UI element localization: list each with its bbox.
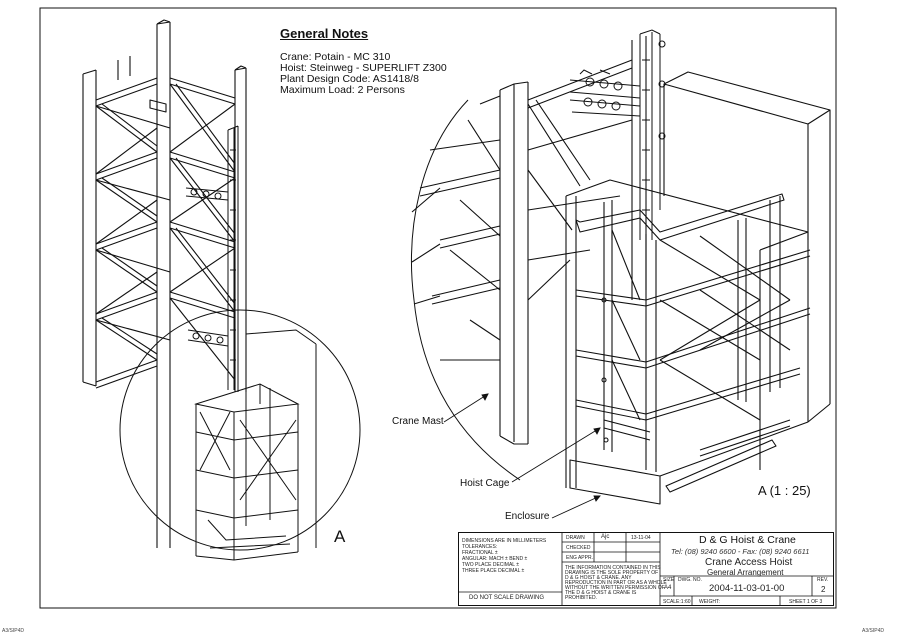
revision-value: 2 (821, 585, 826, 594)
enclosure-callout: Enclosure (505, 511, 550, 522)
crane-mast-callout: Crane Mast (392, 416, 444, 427)
drawing-title: Crane Access Hoist (705, 557, 793, 568)
cage-small (194, 329, 317, 561)
weight-label: WEIGHT: (699, 599, 720, 605)
company-contact: Tel: (08) 9240 6600 - Fax: (08) 9240 661… (671, 547, 810, 556)
corner-mark-left: A3/SIP4D (2, 628, 24, 634)
title-block-grid (458, 532, 834, 606)
title-block: DIMENSIONS ARE IN MILLIMETERS TOLERANCES… (458, 532, 834, 606)
tolerance-line: FRACTIONAL ± (462, 550, 498, 556)
dwg-no-label: DWG. NO. (678, 577, 702, 583)
crane-mast-tower (82, 19, 247, 548)
tolerance-line: DIMENSIONS ARE IN MILLIMETERS (462, 538, 547, 544)
hoist-mast-rail (185, 125, 239, 392)
proprietary-line: THE D & G HOIST & CRANE IS (565, 590, 637, 596)
tolerance-line: ANGULAR: MACH ± BEND ± (462, 556, 528, 562)
note-line: Crane: Potain - MC 310 (280, 51, 391, 63)
drawn-by: Ajc (601, 534, 610, 540)
view-label-a: A (334, 527, 346, 546)
hoist-cage-detail (575, 193, 811, 472)
tolerance-line: TOLERANCES: (462, 544, 498, 550)
proprietary-line: REPRODUCTION IN PART OR AS A WHOLE (565, 580, 667, 586)
do-not-scale-note: DO NOT SCALE DRAWING (469, 595, 545, 601)
detail-arc (411, 99, 521, 481)
note-line: Plant Design Code: AS1418/8 (280, 73, 419, 85)
proprietary-line: WITHOUT THE WRITTEN PERMISSION OF (565, 585, 665, 591)
proprietary-line: THE INFORMATION CONTAINED IN THIS (565, 565, 661, 571)
general-notes: Crane: Potain - MC 310 Hoist: Steinweg -… (280, 52, 447, 96)
sheet-border (39, 7, 837, 609)
checked-label: CHECKED (566, 545, 591, 551)
detail-circle (119, 309, 361, 551)
eng-appr-label: ENG APPR. (566, 555, 593, 561)
corner-mark-right: A3/SIP4D (862, 628, 884, 634)
note-line: Hoist: Steinweg - SUPERLIFT Z300 (280, 62, 447, 74)
hoist-mast-rail-detail (569, 29, 666, 240)
scale-label: SCALE:1:60 (663, 599, 691, 605)
callout-leaders (443, 393, 601, 519)
size-label: SIZE (663, 577, 675, 583)
crane-mast-detail (411, 36, 647, 445)
drawn-date: 13-11-04 (631, 535, 651, 541)
note-line: Maximum Load: 2 Persons (280, 84, 405, 96)
company-name: D & G Hoist & Crane (699, 534, 796, 546)
size-value: A4 (664, 585, 672, 591)
tolerance-line: TWO PLACE DECIMAL ± (462, 562, 520, 568)
tolerance-line: THREE PLACE DECIMAL ± (462, 568, 525, 574)
hoist-cage-callout: Hoist Cage (460, 478, 510, 489)
detail-scale-label: A (1 : 25) (758, 483, 811, 498)
rev-label: REV. (817, 577, 829, 583)
proprietary-line: DRAWING IS THE SOLE PROPERTY OF (565, 570, 659, 576)
proprietary-line: PROHIBITED. (565, 595, 597, 601)
proprietary-line: D & G HOIST & CRANE. ANY (565, 575, 632, 581)
enclosure-detail (565, 71, 831, 505)
drawing-number: 2004-11-03-01-00 (709, 583, 785, 594)
general-notes-title: General Notes (280, 26, 369, 41)
drawing-subtitle: General Arrangement (707, 568, 784, 577)
sheet-label: SHEET 1 OF 3 (789, 599, 823, 605)
drawn-label: DRAWN (566, 535, 585, 541)
